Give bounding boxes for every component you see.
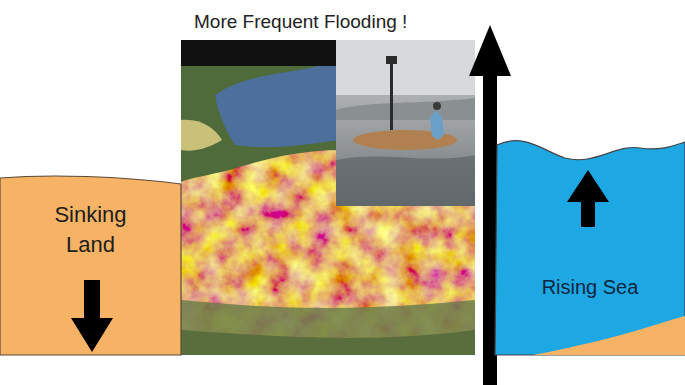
sea-block-outline bbox=[495, 132, 685, 355]
land-block-outline bbox=[0, 170, 181, 355]
land-shape bbox=[0, 176, 181, 355]
land-block: Sinking Land bbox=[0, 170, 181, 355]
node-label: Rising Sea bbox=[510, 274, 670, 301]
up-arrow-small bbox=[567, 170, 609, 227]
diagram-title: More Frequent Flooding ! bbox=[194, 11, 407, 33]
seabed-shape bbox=[533, 316, 685, 355]
sea-shape bbox=[495, 141, 685, 355]
sea-block: Rising Sea bbox=[495, 132, 685, 355]
node-label: Sinking Land bbox=[36, 200, 146, 259]
satellite-map bbox=[181, 40, 475, 355]
down-arrow bbox=[71, 280, 113, 352]
flood-photo bbox=[336, 40, 475, 206]
